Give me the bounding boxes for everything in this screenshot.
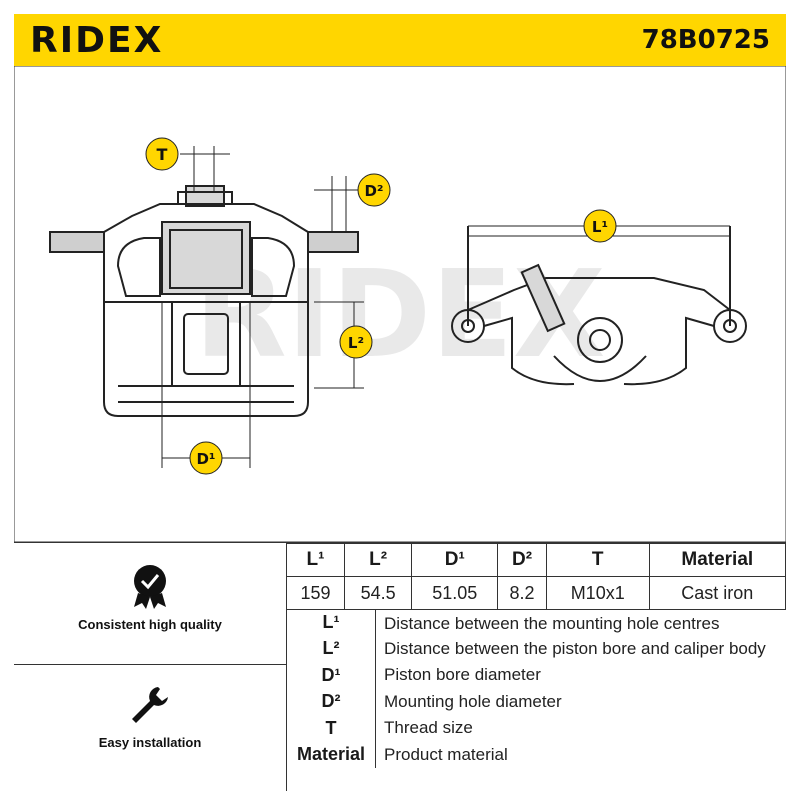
caliper-drawing-svg: RIDEX	[14, 66, 786, 542]
legend-row: T Thread size	[287, 715, 786, 742]
installation-label: Easy installation	[98, 735, 202, 750]
legend-key: L²	[322, 638, 340, 659]
installation-badge: Easy installation	[14, 683, 286, 783]
badge-check-icon	[134, 565, 166, 609]
divider	[14, 664, 286, 665]
spec-value-material: Cast iron	[648, 576, 787, 610]
legend-desc: Product material	[375, 741, 786, 768]
specs-table: L¹ L² D¹ D² T Material 159 54.5 51.05 8.…	[286, 543, 787, 610]
legend-desc: Distance between the mounting hole centr…	[375, 609, 786, 636]
dimension-legend: L¹ Distance between the mounting hole ce…	[286, 609, 786, 791]
legend-desc: Mounting hole diameter	[375, 688, 786, 715]
marker-l1: L¹	[583, 209, 617, 243]
spec-header-d2: D²	[497, 543, 547, 577]
legend-desc: Thread size	[375, 715, 786, 742]
info-section: Consistent high quality Easy installatio…	[14, 542, 787, 791]
marker-d2-label: D²	[364, 182, 383, 200]
spec-value-d1: 51.05	[411, 576, 499, 610]
legend-row: D¹ Piston bore diameter	[287, 662, 786, 689]
legend-key: D¹	[321, 664, 341, 685]
wrench-icon	[132, 687, 168, 723]
spec-header-l1: L¹	[286, 543, 345, 577]
spec-value-t: M10x1	[545, 576, 650, 610]
spec-header-material: Material	[648, 543, 787, 577]
marker-d1: D¹	[189, 441, 223, 475]
spec-header-d1: D¹	[411, 543, 499, 577]
legend-desc: Distance between the piston bore and cal…	[375, 635, 786, 662]
legend-row: L¹ Distance between the mounting hole ce…	[287, 609, 786, 636]
brand-logo: RIDEX	[30, 19, 164, 61]
legend-key: L¹	[322, 611, 340, 632]
spec-header-t: T	[545, 543, 650, 577]
legend-key: Material	[296, 744, 366, 765]
legend-row: D² Mounting hole diameter	[287, 688, 786, 715]
marker-l2: L²	[339, 325, 373, 359]
legend-row: Material Product material	[287, 741, 786, 768]
quality-badge: Consistent high quality	[14, 563, 286, 663]
part-number: 78B0725	[641, 25, 770, 55]
specs-value-row: 159 54.5 51.05 8.2 M10x1 Cast iron	[286, 576, 787, 610]
legend-row: L² Distance between the piston bore and …	[287, 635, 786, 662]
marker-l1-label: L¹	[592, 218, 608, 236]
caliper-front-view	[49, 185, 359, 417]
spec-value-l1: 159	[286, 576, 345, 610]
spec-value-l2: 54.5	[343, 576, 413, 610]
spec-value-d2: 8.2	[497, 576, 547, 610]
caliper-side-view	[451, 226, 747, 386]
marker-d1-label: D¹	[196, 450, 215, 468]
header-bar: RIDEX 78B0725	[14, 14, 786, 66]
specs-header-row: L¹ L² D¹ D² T Material	[286, 543, 787, 577]
technical-drawing: RIDEX	[14, 66, 786, 542]
legend-key: T	[325, 717, 337, 738]
legend-key: D²	[321, 691, 341, 712]
marker-l2-label: L²	[348, 334, 364, 352]
spec-header-l2: L²	[343, 543, 413, 577]
legend-desc: Piston bore diameter	[375, 662, 786, 689]
marker-t-label: T	[157, 145, 168, 164]
quality-label: Consistent high quality	[78, 617, 222, 632]
marker-d2: D²	[357, 173, 391, 207]
marker-t: T	[145, 137, 179, 171]
